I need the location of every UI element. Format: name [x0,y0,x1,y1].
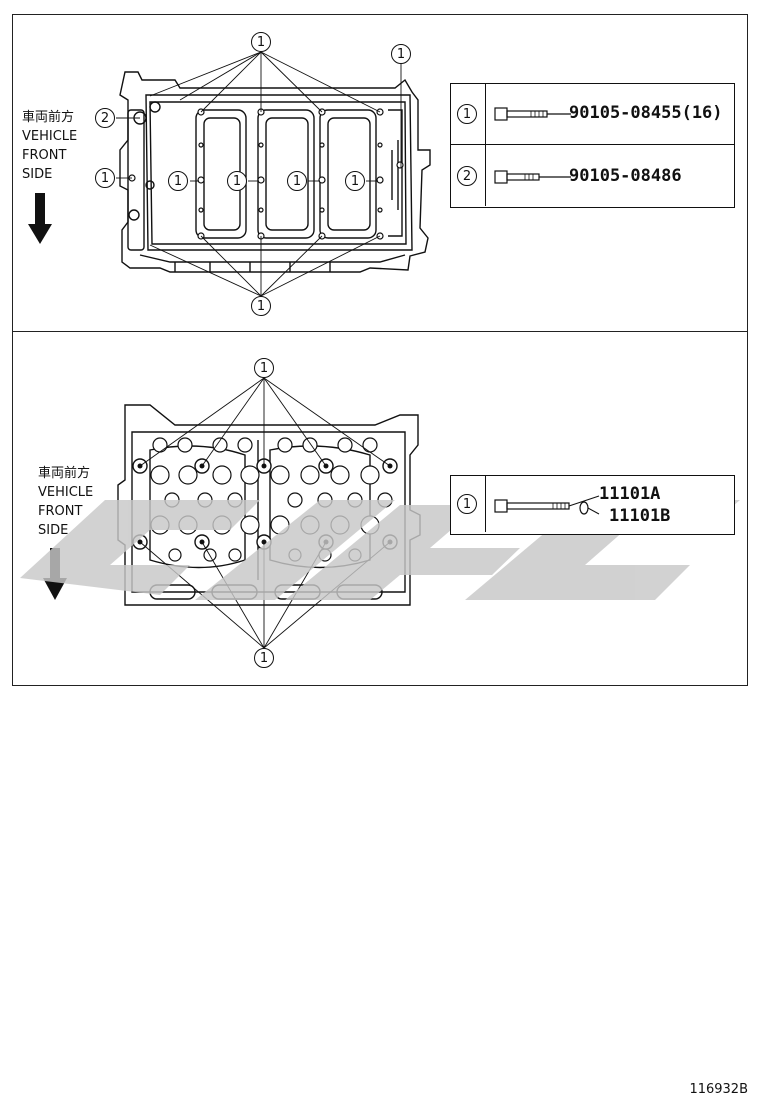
front-label-japanese: 車両前方 [22,110,75,125]
parts-key-badge: 1 [457,494,477,514]
callout-bolt-1[interactable]: 1 [391,44,411,64]
part-number: 90105-08486 [569,166,682,186]
bolt-parts-table: 1 90105-08455(16) 2 90105-08486 [450,83,735,208]
parts-row[interactable]: 1 90105-08455(16) [451,84,734,145]
illustration-code: 116932B [689,1082,748,1097]
vehicle-front-side-label: 車両前方 VEHICLE FRONT SIDE [22,108,77,184]
parts-row-key-cell: 1 [451,84,486,144]
front-label-line2: FRONT [38,504,83,519]
vehicle-front-side-label: 車両前方 VEHICLE FRONT SIDE [38,464,93,540]
callout-bolt-1[interactable]: 1 [227,171,247,191]
parts-row-key-cell: 1 [451,476,486,532]
parts-row[interactable]: 1 11101A 11101B [451,476,734,532]
front-arrow-icon [28,193,52,244]
front-label-line1: VEHICLE [22,129,78,144]
front-label-japanese: 車両前方 [38,466,91,481]
parts-key-badge: 2 [457,165,477,186]
callout-bolt-1[interactable]: 1 [251,296,271,316]
front-label-line1: VEHICLE [38,485,94,500]
front-label-line3: SIDE [38,523,69,538]
long-bolt-icon [494,107,571,121]
part-number-washer: 11101B [609,506,671,526]
parts-row-key-cell: 2 [451,145,486,206]
callout-bolt-1[interactable]: 1 [95,168,115,188]
head-bolt-with-washer-icon [494,495,600,515]
part-number-bolt: 11101A [599,484,661,504]
callout-bolt-1[interactable]: 1 [287,171,307,191]
front-label-line2: FRONT [22,148,67,163]
head-bolt-parts-table: 1 11101A 11101B [450,475,735,535]
parts-key-badge: 1 [457,104,477,124]
short-bolt-icon [494,170,571,184]
callout-bolt-1[interactable]: 1 [251,32,271,52]
callout-bolt-1[interactable]: 1 [345,171,365,191]
front-arrow-icon [43,548,67,600]
parts-row[interactable]: 2 90105-08486 [451,145,734,206]
part-number: 90105-08455(16) [569,103,723,123]
callout-bolt-1[interactable]: 1 [168,171,188,191]
callout-bolt-1[interactable]: 1 [254,358,274,378]
callout-bolt-1[interactable]: 1 [254,648,274,668]
lower-diagram-panel [12,331,748,686]
callout-bolt-2[interactable]: 2 [95,108,115,128]
front-label-line3: SIDE [22,167,53,182]
